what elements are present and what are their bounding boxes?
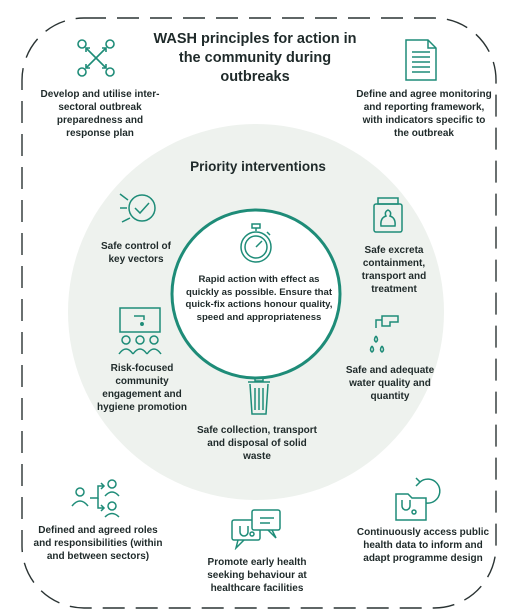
stopwatch-icon	[240, 223, 272, 263]
outer-item-plan: Develop and utilise inter-sectoral outbr…	[40, 89, 160, 139]
inner-item-community: Risk-focused community engagement and hy…	[97, 363, 187, 413]
inner-item-water: Safe and adequate water quality and quan…	[345, 365, 435, 402]
trash-bin-icon	[248, 377, 270, 415]
speech-bubbles-icon	[231, 509, 281, 550]
outer-item-public-health-data: Continuously access public health data t…	[356, 527, 490, 564]
diagram-title: WASH principles for action in the commun…	[153, 31, 357, 85]
center-text: Rapid action with effect as quickly as p…	[185, 274, 333, 323]
people-flow-icon	[71, 479, 120, 518]
folders-refresh-icon	[395, 477, 441, 521]
community-board-icon	[118, 307, 162, 355]
priority-heading: Priority interventions	[190, 159, 326, 174]
water-tap-icon	[369, 315, 399, 353]
document-icon	[405, 39, 437, 81]
inner-item-vectors: Safe control of key vectors	[100, 241, 171, 265]
shield-check-icon	[119, 193, 156, 223]
excreta-container-icon	[373, 197, 403, 233]
network-icon	[77, 39, 115, 77]
outer-item-monitoring: Define and agree monitoring and reportin…	[356, 89, 492, 139]
outer-item-health-seeking: Promote early health seeking behaviour a…	[207, 557, 307, 594]
inner-item-excreta: Safe excreta containment, transport and …	[361, 245, 427, 295]
outer-item-roles: Defined and agreed roles and responsibil…	[33, 525, 163, 562]
inner-item-solid-waste: Safe collection, transport and disposal …	[196, 425, 318, 462]
